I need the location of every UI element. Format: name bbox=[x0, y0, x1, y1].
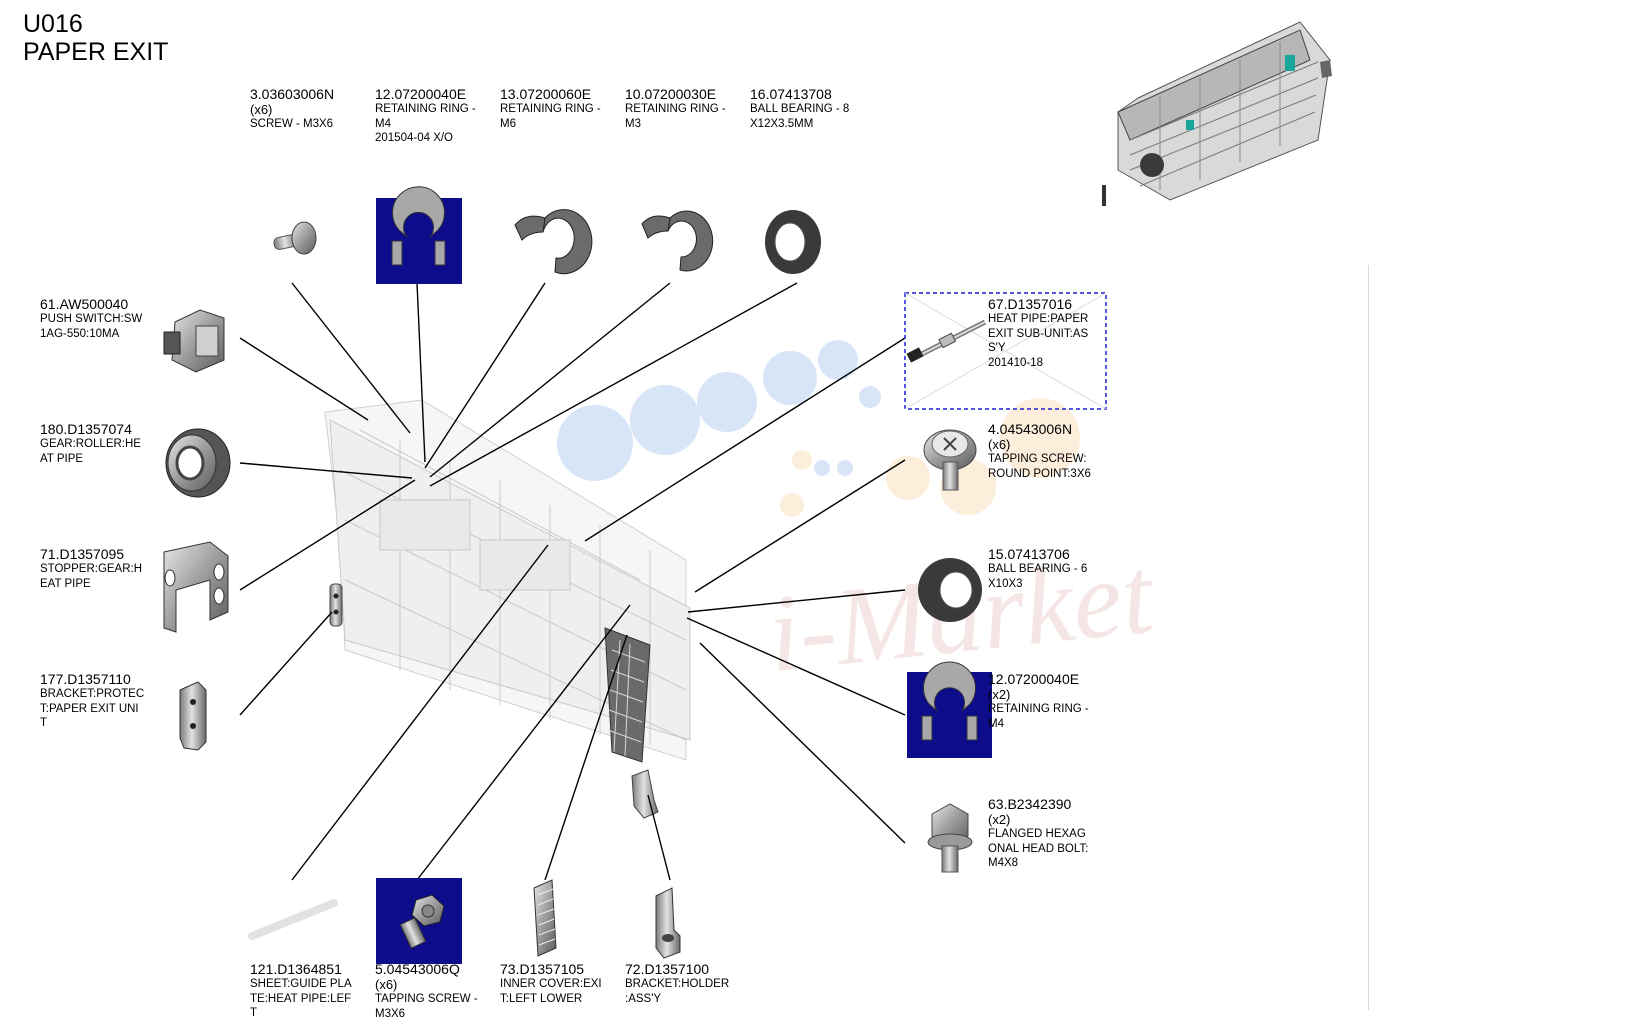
cover-icon bbox=[533, 879, 557, 957]
panel-divider bbox=[1368, 265, 1369, 1010]
callout-lines bbox=[239, 282, 906, 881]
part-label[interactable]: 3.03603006N(x6)SCREW - M3X6 bbox=[250, 86, 335, 130]
bracket-177-mounted bbox=[329, 583, 343, 627]
gear-icon bbox=[165, 428, 231, 498]
screw-icon bbox=[923, 429, 977, 491]
bearing-icon bbox=[765, 210, 821, 274]
page-code: U016 bbox=[23, 10, 83, 38]
retaining-ring-icon bbox=[376, 186, 462, 284]
bracket-72-mounted bbox=[631, 769, 659, 819]
part-label[interactable]: 12.07200040E(x2)RETAINING RING - M4 bbox=[988, 671, 1089, 730]
retaining-ring-icon bbox=[907, 661, 992, 758]
switch-icon bbox=[163, 309, 225, 373]
screw-icon bbox=[376, 878, 462, 964]
part-label[interactable]: 5.04543006Q(x6)TAPPING SCREW - M3X6 bbox=[375, 961, 478, 1020]
heat-pipe-icon bbox=[906, 319, 987, 363]
screw-icon bbox=[273, 221, 317, 255]
heat-pipe-selection bbox=[904, 292, 1107, 410]
bracket-icon bbox=[655, 887, 681, 959]
page-title: PAPER EXIT bbox=[23, 38, 169, 66]
sheet-icon bbox=[248, 899, 338, 940]
retaining-ring-icon bbox=[514, 209, 593, 275]
retaining-ring-icon bbox=[641, 210, 714, 272]
assembly-overview-thumbnail bbox=[1102, 21, 1332, 206]
paper-exit-assembly bbox=[324, 399, 691, 763]
bearing-icon bbox=[918, 558, 982, 622]
part-label[interactable]: 4.04543006N(x6)TAPPING SCREW: ROUND POIN… bbox=[988, 421, 1091, 480]
part-label[interactable]: 63.B2342390(x2)FLANGED HEXAG ONAL HEAD B… bbox=[988, 796, 1089, 869]
bolt-icon bbox=[927, 803, 973, 873]
bracket-icon bbox=[163, 541, 229, 633]
bracket-icon bbox=[179, 681, 207, 751]
